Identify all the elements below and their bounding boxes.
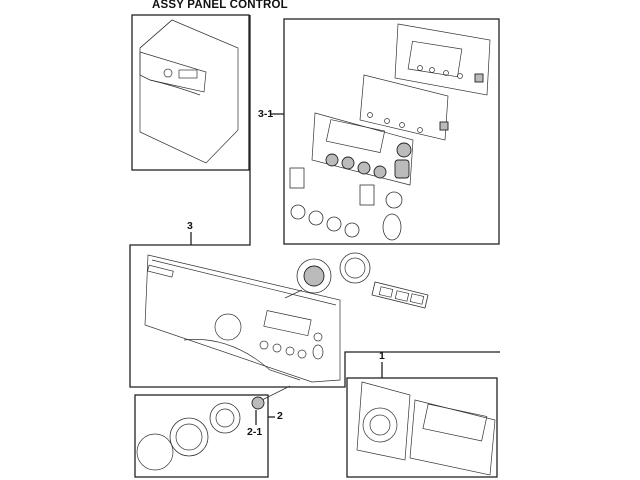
callout-3-1: 3-1 — [258, 108, 274, 120]
diagram-title: ASSY PANEL CONTROL — [152, 0, 288, 11]
callout-3: 3 — [187, 220, 193, 232]
assembly-1-box — [346, 362, 498, 478]
overview-box — [131, 14, 250, 171]
callout-2-1: 2-1 — [247, 426, 263, 438]
assembly-2-box — [134, 385, 291, 478]
callout-2: 2 — [277, 410, 283, 422]
callout-1: 1 — [379, 350, 385, 362]
assembly-3-box — [129, 15, 500, 388]
assembly-3-1-box — [270, 18, 500, 245]
